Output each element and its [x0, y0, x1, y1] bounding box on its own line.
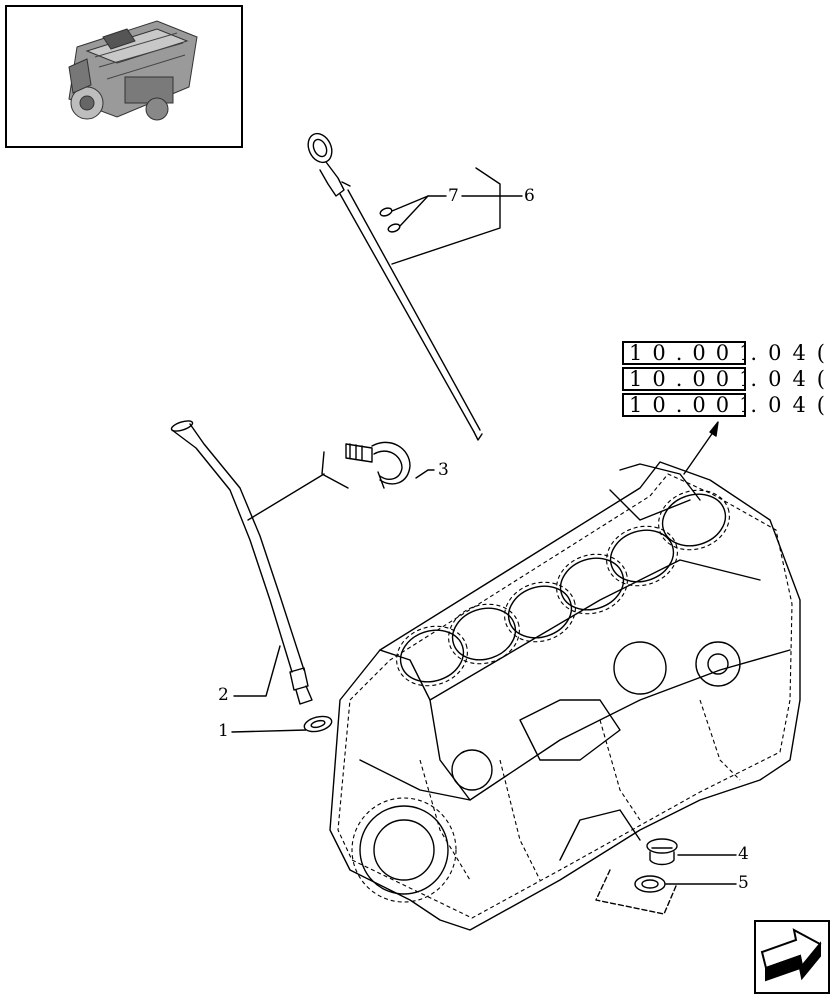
reference-code[interactable]: 10.001 — [622, 367, 747, 391]
reference-code[interactable]: 10.001 — [622, 393, 747, 417]
reference-row[interactable]: 10.001 .04( — [622, 392, 836, 418]
clamp — [345, 441, 411, 489]
reference-table: 10.001 .04( 10.001 .04( 10.001 .04( — [622, 340, 836, 418]
reference-suffix: .04( — [750, 393, 836, 417]
callout-1[interactable]: 1 — [218, 721, 229, 741]
drain-plug — [646, 838, 678, 866]
o-rings — [379, 195, 447, 233]
dipstick — [307, 132, 483, 441]
callout-3[interactable]: 3 — [438, 460, 449, 480]
callout-7[interactable]: 7 — [448, 186, 459, 206]
callout-4[interactable]: 4 — [738, 844, 749, 864]
guide-tube — [170, 420, 313, 705]
seal-ring — [303, 715, 333, 733]
reference-suffix: .04( — [750, 341, 836, 365]
washer — [634, 875, 666, 893]
cylinder-bores — [399, 493, 727, 683]
callout-2[interactable]: 2 — [218, 685, 229, 705]
reference-row[interactable]: 10.001 .04( — [622, 366, 836, 392]
engine-overview-icon — [68, 20, 198, 121]
reference-code[interactable]: 10.001 — [622, 341, 747, 365]
engine-block — [329, 461, 801, 931]
next-page-arrow-icon — [760, 928, 822, 982]
callout-5[interactable]: 5 — [738, 873, 749, 893]
reference-row[interactable]: 10.001 .04( — [622, 340, 836, 366]
engine-thumbnail[interactable] — [5, 5, 243, 148]
next-page-button[interactable] — [754, 920, 830, 994]
reference-suffix: .04( — [750, 367, 836, 391]
callout-6[interactable]: 6 — [524, 186, 535, 206]
